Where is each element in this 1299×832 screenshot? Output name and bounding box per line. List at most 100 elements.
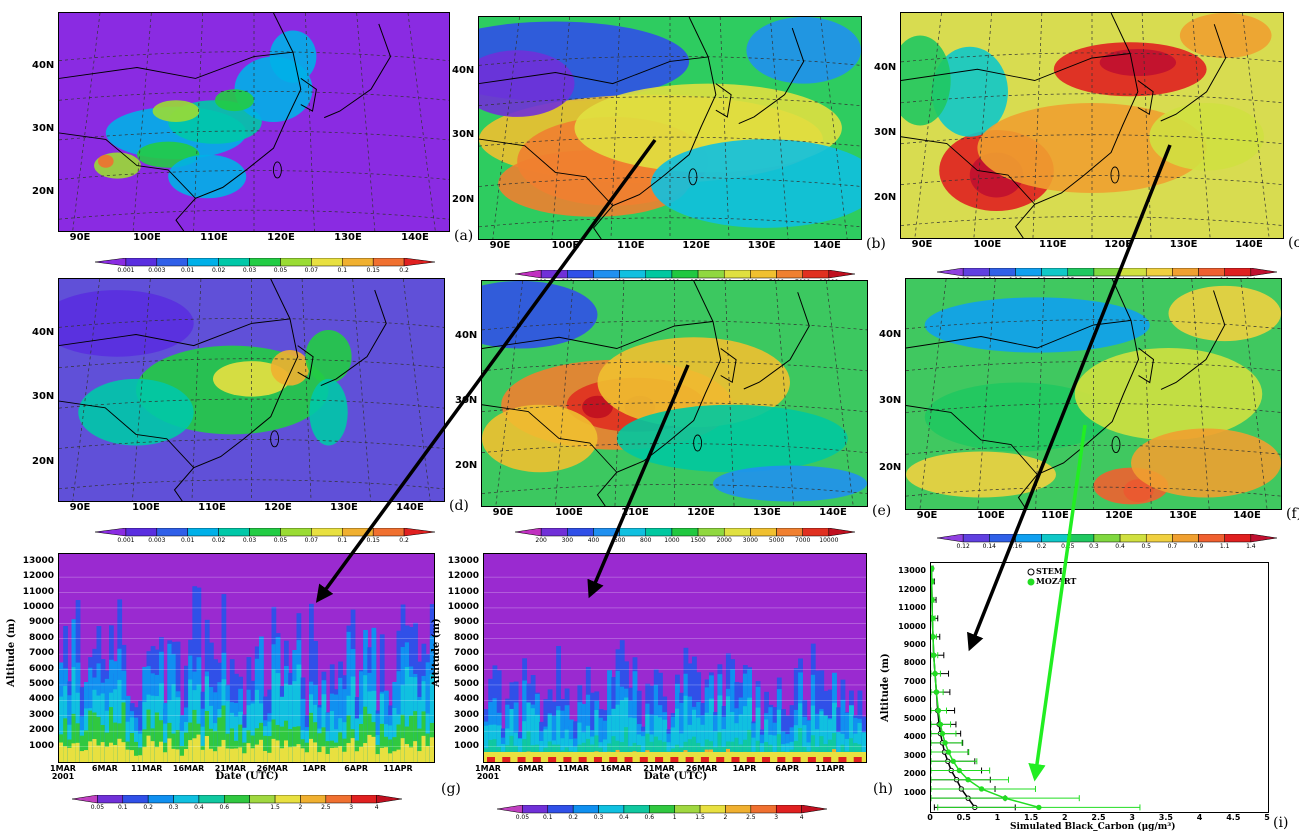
field-cell	[392, 708, 398, 762]
field-blob	[1099, 49, 1177, 76]
colorbar-segment	[376, 795, 403, 804]
field-cell	[254, 689, 260, 762]
field-cell	[532, 757, 541, 762]
field-cell	[192, 709, 198, 762]
field-cell	[746, 757, 755, 762]
field-cell	[388, 753, 393, 762]
colorbar-tick: 0.2	[1036, 543, 1047, 550]
coastline	[738, 27, 805, 125]
colorbar-tick: 0.3	[168, 804, 179, 811]
field-cell	[815, 729, 820, 762]
field-cell	[163, 752, 168, 762]
field-cell	[175, 730, 181, 762]
field-cell	[793, 740, 799, 762]
panel-label-h: (h)	[873, 781, 893, 797]
field-cell	[392, 751, 398, 762]
field-cell	[534, 714, 540, 762]
field-cell	[171, 733, 177, 762]
colorbar-segment	[1172, 534, 1199, 543]
y-tick-label: 4000	[903, 732, 926, 742]
y-tick-label: 12000	[447, 571, 479, 582]
field-cell	[209, 748, 214, 762]
field-cell	[717, 732, 723, 762]
field-cell	[146, 735, 152, 762]
meridian-line	[820, 17, 848, 239]
map-panel-b	[478, 16, 862, 240]
x-tick-label: 2.5	[1091, 813, 1106, 822]
field-cell	[658, 740, 663, 762]
field-cell	[267, 736, 273, 762]
field-cell	[150, 741, 156, 762]
parallel-line	[59, 439, 444, 449]
x-tick-label: 0	[927, 813, 933, 822]
colorbar-segment	[645, 528, 673, 537]
field-cell	[679, 702, 685, 762]
colorbar-segment	[1067, 534, 1095, 543]
colorbar-segment	[598, 805, 625, 814]
field-cell	[700, 724, 706, 762]
field-cell	[292, 726, 298, 762]
colorbar-tick: 2	[723, 814, 728, 821]
coastline	[720, 348, 737, 384]
y-tick-label: 2000	[903, 769, 926, 779]
field-cell	[292, 681, 298, 762]
map-field-a	[59, 13, 449, 231]
colorbar-segment	[514, 528, 542, 537]
field-cell	[539, 740, 545, 762]
colorbar-segment	[828, 270, 856, 279]
field-blob	[482, 281, 598, 349]
legend-marker-mozart	[1027, 578, 1035, 586]
lat-label: 40N	[32, 59, 55, 71]
coastline	[1160, 24, 1227, 122]
colorbar-tick: 0.07	[304, 267, 319, 274]
x-tick-label: 1	[994, 813, 1001, 822]
panel-label-g: (g)	[441, 781, 461, 797]
field-cell	[662, 719, 668, 762]
colorbar-segment	[94, 528, 127, 537]
meridian-line	[724, 281, 735, 506]
lon-label: 110E	[616, 240, 645, 251]
lon-label: 120E	[682, 240, 711, 251]
meridian-line	[551, 17, 571, 239]
field-cell	[632, 671, 638, 762]
field-cell	[522, 738, 528, 762]
field-cell	[505, 728, 511, 762]
field-cell	[263, 750, 268, 762]
legend-marker-stem	[1027, 568, 1035, 576]
field-cell	[384, 747, 389, 762]
field-cell	[88, 741, 93, 762]
field-cell	[288, 728, 293, 762]
colorbar-tick: 1.1	[1219, 543, 1230, 550]
field-cell	[687, 739, 693, 762]
colorbar-segment	[1224, 534, 1252, 543]
field-cell	[425, 746, 431, 762]
colorbar-segment	[723, 528, 751, 537]
field-cell	[396, 749, 402, 762]
field-cell	[823, 715, 829, 762]
field-cell	[313, 742, 318, 762]
lat-label: 30N	[879, 395, 902, 407]
country-border	[901, 53, 1131, 81]
parallel-line	[901, 216, 1283, 226]
field-blob	[269, 30, 317, 83]
field-blob	[901, 35, 951, 126]
field-cell	[488, 739, 494, 762]
field-cell	[225, 733, 231, 762]
x-tick-label: 5	[1264, 813, 1270, 822]
colorbar-segment	[156, 258, 188, 267]
colorbar-segment	[1119, 268, 1147, 277]
field-cell	[367, 734, 373, 762]
field-cell	[279, 748, 285, 762]
colorbar-tick: 0.3	[593, 814, 604, 821]
colorbar-segment	[311, 258, 343, 267]
parallel-line	[479, 96, 861, 107]
coastline	[173, 279, 299, 501]
colorbar-segment	[1093, 534, 1121, 543]
y-tick-label: 1000	[453, 740, 479, 751]
field-cell	[645, 733, 651, 762]
y-axis-title: Altitude (m)	[880, 652, 891, 722]
colorbar-tick: 0.3	[1089, 543, 1099, 550]
field-cell	[179, 755, 185, 762]
field-cell	[304, 752, 310, 762]
field-cell	[578, 757, 587, 762]
